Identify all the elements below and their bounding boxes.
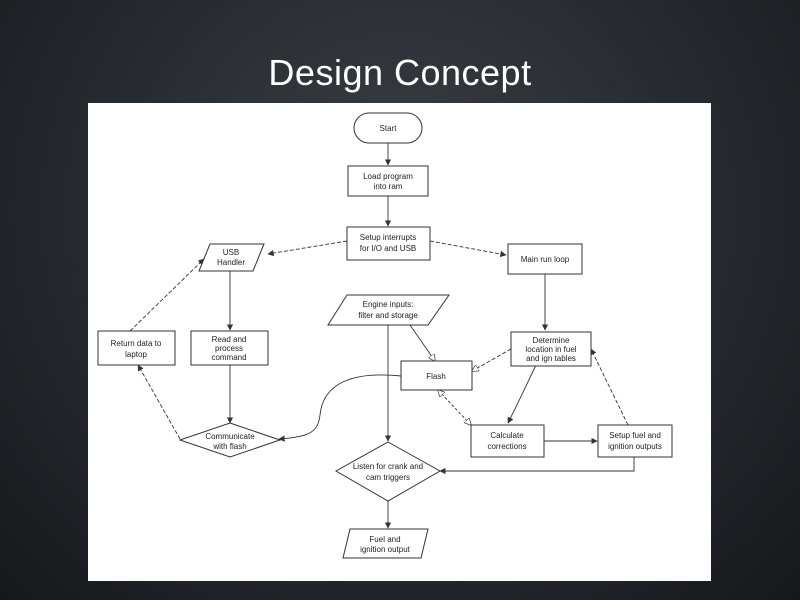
node-return-data: Return data to laptop — [97, 330, 176, 366]
node-label-line: Handler — [217, 258, 245, 267]
node-label-line: location in fuel — [525, 345, 576, 354]
node-label-line: Setup fuel and — [609, 431, 661, 440]
flowchart-panel: Start Load program into ram Setup interr… — [88, 103, 711, 581]
node-label-line: command — [211, 353, 246, 362]
node-communicate-flash: Communicate with flash — [178, 422, 282, 458]
node-label-line: Determine — [533, 336, 570, 345]
edge-setupfuel-listen — [439, 457, 635, 475]
node-label-line: USB — [223, 248, 239, 257]
edge-setup-usb — [267, 240, 348, 257]
slide-title: Design Concept — [268, 52, 532, 93]
node-label-line: with flash — [212, 442, 246, 451]
node-calculate-corrections: Calculate corrections — [470, 424, 545, 458]
edge-determine-flash — [472, 348, 512, 371]
node-start: Start — [353, 112, 423, 144]
node-label-line: Setup interrupts — [360, 233, 416, 242]
edge-return-usb — [129, 258, 205, 332]
node-label-line: laptop — [125, 350, 147, 359]
node-flash: Flash — [400, 360, 473, 391]
node-fuel-output: Fuel and ignition output — [342, 528, 429, 559]
edge-setup-mainloop — [429, 240, 507, 258]
node-label-line: corrections — [487, 442, 526, 451]
node-read-command: Read and process command — [190, 330, 269, 366]
node-label-line: process — [215, 344, 243, 353]
node-usb-handler: USB Handler — [198, 243, 265, 272]
edge-flash-communicate — [278, 374, 402, 442]
flowchart-diagram: Start Load program into ram Setup interr… — [97, 112, 673, 559]
node-label-line: and ign tables — [526, 354, 576, 363]
node-label-line: for I/O and USB — [360, 244, 416, 253]
node-label-line: ignition outputs — [608, 442, 662, 451]
node-label-line: Communicate — [205, 432, 255, 441]
node-label-line: Calculate — [490, 431, 524, 440]
node-setup-interrupts: Setup interrupts for I/O and USB — [346, 226, 431, 261]
node-label-line: Read and — [212, 335, 247, 344]
edge-setupfuel-determine — [590, 348, 629, 426]
edge-engine-flash — [409, 324, 435, 361]
node-label-line: Flash — [426, 372, 446, 381]
node-label-line: Return data to — [111, 339, 162, 348]
node-label-line: cam triggers — [366, 473, 410, 482]
node-setup-fuel: Setup fuel and ignition outputs — [597, 424, 673, 458]
node-label-line: into ram — [374, 182, 403, 191]
node-label-line: Load program — [363, 172, 413, 181]
node-engine-inputs: Engine inputs: filter and storage — [327, 294, 450, 326]
node-load: Load program into ram — [347, 165, 429, 197]
node-listen-triggers: Listen for crank and cam triggers — [334, 441, 442, 502]
node-main-loop: Main run loop — [507, 243, 583, 275]
node-start-label: Start — [380, 124, 398, 133]
node-label-line: filter and storage — [358, 311, 418, 320]
edge-determine-calculate — [507, 364, 537, 424]
edge-communicate-return — [137, 364, 181, 440]
node-label-line: Main run loop — [521, 255, 570, 264]
node-determine-location: Determine location in fuel and ign table… — [510, 331, 592, 367]
node-label-line: Listen for crank and — [353, 462, 423, 471]
node-label-line: ignition output — [360, 545, 411, 554]
node-label-line: Fuel and — [369, 535, 400, 544]
flowchart-edges — [129, 143, 635, 529]
node-label-line: Engine inputs: — [363, 300, 414, 309]
edge-flash-calculate — [438, 390, 471, 425]
